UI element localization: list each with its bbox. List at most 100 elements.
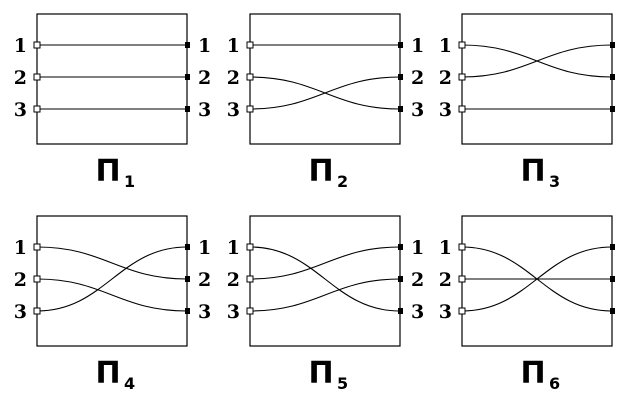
input-port-2 (458, 275, 466, 283)
output-port-2 (185, 276, 190, 282)
input-port-1 (246, 41, 254, 49)
panel-box (249, 13, 401, 145)
output-port-1 (185, 244, 190, 250)
input-pin-label-3: 3 (439, 301, 452, 323)
wire-2-to-3 (36, 278, 188, 312)
input-pin-label-3: 3 (439, 99, 452, 121)
panel-caption-symbol: П (308, 356, 333, 391)
output-port-2 (398, 276, 403, 282)
output-port-3 (185, 308, 190, 314)
output-port-3 (610, 106, 615, 112)
wire-1-to-3 (249, 246, 401, 312)
panel-box (461, 215, 613, 347)
output-pin-label-1: 1 (198, 237, 211, 259)
input-pin-label-3: 3 (227, 99, 240, 121)
input-port-3 (246, 105, 254, 113)
output-port-3 (185, 106, 190, 112)
output-pin-label-2: 2 (411, 269, 424, 291)
input-pin-label-1: 1 (227, 35, 240, 57)
input-pin-label-2: 2 (439, 269, 452, 291)
output-port-1 (185, 42, 190, 48)
input-pin-label-1: 1 (14, 237, 27, 259)
output-port-1 (398, 244, 403, 250)
input-pin-label-1: 1 (227, 237, 240, 259)
output-port-2 (610, 74, 615, 80)
panel-caption-subscript: 3 (549, 172, 560, 191)
panel-caption-subscript: 5 (337, 374, 348, 393)
input-port-1 (246, 243, 254, 251)
input-port-3 (458, 307, 466, 315)
output-pin-label-3: 3 (198, 301, 211, 323)
output-pin-label-3: 3 (411, 99, 424, 121)
permutation-panel-6: 112233П6 (439, 215, 615, 393)
output-port-2 (398, 74, 403, 80)
input-port-2 (246, 73, 254, 81)
panel-box (461, 13, 613, 145)
input-pin-label-2: 2 (14, 269, 27, 291)
output-pin-label-1: 1 (411, 237, 424, 259)
input-pin-label-2: 2 (227, 67, 240, 89)
output-port-2 (610, 276, 615, 282)
input-port-2 (458, 73, 466, 81)
input-port-3 (33, 105, 41, 113)
wire-3-to-2 (249, 76, 401, 110)
panel-caption-symbol: П (520, 356, 545, 391)
output-pin-label-2: 2 (411, 67, 424, 89)
input-pin-label-1: 1 (439, 35, 452, 57)
input-port-2 (33, 275, 41, 283)
panel-box (249, 215, 401, 347)
input-port-2 (33, 73, 41, 81)
input-pin-label-3: 3 (14, 99, 27, 121)
input-port-1 (33, 243, 41, 251)
input-port-1 (458, 243, 466, 251)
wire-2-to-1 (461, 44, 613, 78)
output-port-2 (185, 74, 190, 80)
input-pin-label-3: 3 (227, 301, 240, 323)
output-pin-label-2: 2 (198, 269, 211, 291)
output-port-1 (610, 244, 615, 250)
panel-box (36, 13, 188, 145)
input-port-3 (458, 105, 466, 113)
panel-caption-subscript: 6 (549, 374, 560, 393)
input-pin-label-1: 1 (439, 237, 452, 259)
output-port-1 (610, 42, 615, 48)
permutation-panel-3: 112233П3 (439, 13, 615, 191)
panel-caption-symbol: П (95, 154, 120, 189)
input-port-2 (246, 275, 254, 283)
input-pin-label-2: 2 (14, 67, 27, 89)
output-pin-label-1: 1 (411, 35, 424, 57)
wire-2-to-1 (249, 246, 401, 280)
output-port-3 (610, 308, 615, 314)
input-port-1 (33, 41, 41, 49)
wire-3-to-2 (249, 278, 401, 312)
panel-caption-subscript: 1 (124, 172, 135, 191)
wire-3-to-1 (461, 246, 613, 312)
input-pin-label-1: 1 (14, 35, 27, 57)
input-port-3 (33, 307, 41, 315)
panel-caption-subscript: 4 (124, 374, 135, 393)
wire-3-to-1 (36, 246, 188, 312)
panel-caption-subscript: 2 (337, 172, 348, 191)
output-port-3 (398, 308, 403, 314)
panel-caption-symbol: П (95, 356, 120, 391)
output-pin-label-3: 3 (411, 301, 424, 323)
output-pin-label-2: 2 (198, 67, 211, 89)
panel-caption-symbol: П (520, 154, 545, 189)
input-pin-label-2: 2 (227, 269, 240, 291)
input-pin-label-2: 2 (439, 67, 452, 89)
input-pin-label-3: 3 (14, 301, 27, 323)
panel-box (36, 215, 188, 347)
wire-1-to-2 (36, 246, 188, 280)
output-pin-label-1: 1 (198, 35, 211, 57)
output-port-3 (398, 106, 403, 112)
panel-caption-symbol: П (308, 154, 333, 189)
output-port-1 (398, 42, 403, 48)
input-port-1 (458, 41, 466, 49)
output-pin-label-3: 3 (198, 99, 211, 121)
input-port-3 (246, 307, 254, 315)
